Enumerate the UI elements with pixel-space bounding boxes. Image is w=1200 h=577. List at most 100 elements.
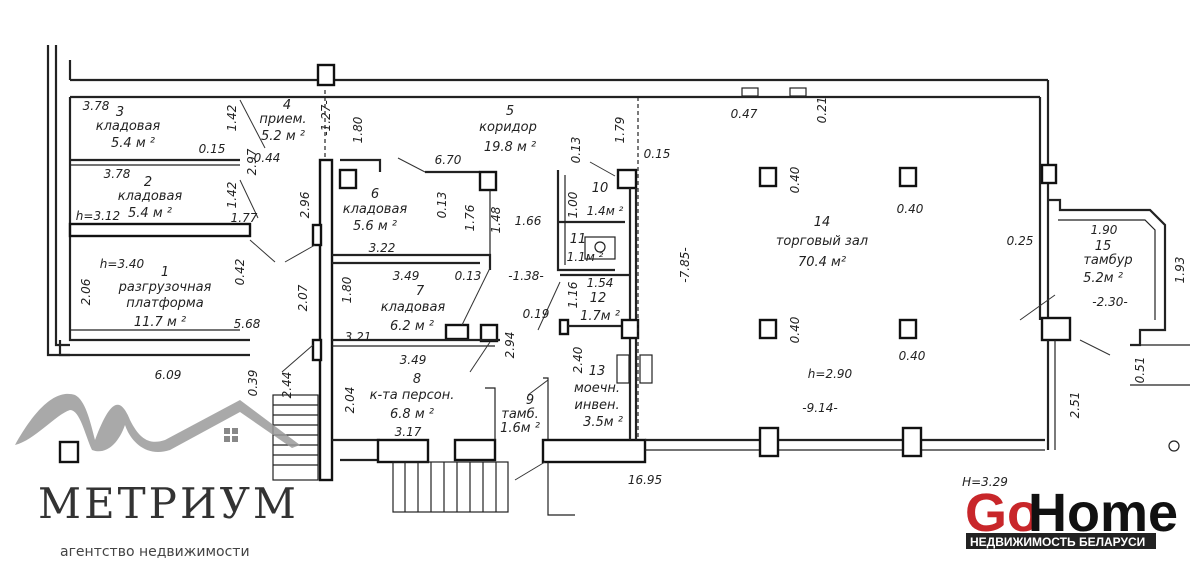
dimension: 3.49 <box>400 353 427 367</box>
room-2-name: кладовая <box>118 189 183 204</box>
dimension: 1.00 <box>566 191 580 218</box>
dimension: 3.17 <box>395 425 422 439</box>
gohome-logo-tagline: НЕДВИЖИМОСТЬ БЕЛАРУСИ <box>970 535 1145 549</box>
room-6-number: 6 <box>371 187 379 202</box>
room-15-number: 15 <box>1095 239 1112 254</box>
dimension: 2.06 <box>79 278 93 305</box>
room-6-name: кладовая <box>343 202 408 217</box>
dimension: 1.77 <box>231 211 258 225</box>
room-12-area: 1.7м ² <box>580 309 620 324</box>
dimension: 2.04 <box>343 387 357 414</box>
room-11-area: 1.1м ² <box>567 250 604 264</box>
dimension: 0.25 <box>1007 234 1034 248</box>
metrium-logo-tagline: агентство недвижимости <box>60 544 250 560</box>
dimension: h=3.12 <box>76 209 120 223</box>
dimension: 0.15 <box>644 147 671 161</box>
dimension: -9.14- <box>802 401 837 415</box>
room-5-area: 19.8 м ² <box>484 140 536 155</box>
gohome-logo: Go Home НЕДВИЖИМОСТЬ БЕЛАРУСИ <box>965 483 1178 549</box>
dimension: 1.93 <box>1173 257 1187 284</box>
room-14-area: 70.4 м² <box>798 255 846 270</box>
dimension: 3.49 <box>393 269 420 283</box>
dimension: -2.30- <box>1092 295 1127 309</box>
dimension: 5.68 <box>234 317 261 331</box>
room-8-area: 6.8 м ² <box>390 407 434 422</box>
dimension: 0.13 <box>435 192 449 219</box>
dimension: 1.66 <box>515 214 542 228</box>
dimension: 1.80 <box>340 276 354 303</box>
room-1-name2: платформа <box>126 296 203 311</box>
metrium-logo-name: МЕТРИУМ <box>38 479 299 528</box>
room-7-area: 6.2 м ² <box>390 319 434 334</box>
dimension-labels: 3.78 1.42 0.15 2.97 0.44 -1.27- 1.80 6.7… <box>76 97 1187 489</box>
dimension: 1.90 <box>1091 223 1118 237</box>
room-1-area: 11.7 м ² <box>134 315 186 330</box>
dimension: h=3.40 <box>100 257 145 271</box>
dimension: 6.09 <box>155 368 182 382</box>
room-9-name: тамб. <box>501 407 539 422</box>
dimension: 2.96 <box>298 191 312 218</box>
dimension: 0.42 <box>233 259 247 286</box>
dimension: 0.15 <box>199 142 226 156</box>
room-9-area: 1.6м ² <box>500 421 540 436</box>
room-5-number: 5 <box>506 104 514 119</box>
dimension: 3.78 <box>83 99 110 113</box>
dimension: 1.48 <box>489 206 503 233</box>
room-3-number: 3 <box>116 105 124 120</box>
room-3-name: кладовая <box>96 119 161 134</box>
room-15-area: 5.2м ² <box>1083 271 1123 286</box>
room-2-number: 2 <box>144 175 152 190</box>
dimension: 2.40 <box>571 346 585 373</box>
dimension: 0.19 <box>523 307 550 321</box>
room-8-name: к-та персон. <box>370 388 455 403</box>
dimension: H=3.29 <box>962 475 1008 489</box>
dimension: 0.40 <box>897 202 924 216</box>
room-4-name: прием. <box>259 112 306 127</box>
dimension: 2.97 <box>245 148 259 175</box>
dimension: 0.40 <box>788 166 802 193</box>
dimension: 3.78 <box>104 167 131 181</box>
dimension: 1.42 <box>225 105 239 132</box>
metrium-logo-mark <box>15 393 300 452</box>
dimension: 3.21 <box>345 330 372 344</box>
dimension: 0.44 <box>254 151 281 165</box>
dimension: 1.80 <box>351 116 365 143</box>
dimension: 1.54 <box>587 276 614 290</box>
room-14-name: торговый зал <box>776 234 868 249</box>
room-10-area: 1.4м ² <box>587 204 624 218</box>
room-4-number: 4 <box>283 98 291 113</box>
room-15-name: тамбур <box>1083 253 1132 268</box>
room-1-name: разгрузочная <box>118 280 212 295</box>
room-7-number: 7 <box>416 284 425 299</box>
dimension: -1.27- <box>319 100 333 135</box>
dimension: 6.70 <box>435 153 462 167</box>
dimension: 2.07 <box>296 284 310 311</box>
room-13-area: 3.5м ² <box>583 415 623 430</box>
dimension: h=2.90 <box>808 367 853 381</box>
room-3-area: 5.4 м ² <box>111 136 155 151</box>
dimension: 16.95 <box>628 473 662 487</box>
dimension: 0.13 <box>455 269 482 283</box>
walls <box>46 45 1190 482</box>
room-5-name: коридор <box>479 120 537 135</box>
room-13-name: моечн. <box>574 381 620 396</box>
dimension: 1.76 <box>463 204 477 231</box>
dimension: 1.16 <box>566 281 580 308</box>
dimension: 2.51 <box>1068 392 1082 419</box>
stairs <box>58 394 575 516</box>
room-9-number: 9 <box>526 393 534 408</box>
room-14-number: 14 <box>814 215 831 230</box>
room-1-number: 1 <box>161 265 169 280</box>
room-13-name2: инвен. <box>574 398 619 413</box>
dimension: 0.47 <box>731 107 758 121</box>
dimension: 2.44 <box>280 372 294 399</box>
dimension: 0.39 <box>246 370 260 397</box>
room-4-area: 5.2 м ² <box>261 129 305 144</box>
dimension: -1.38- <box>508 269 543 283</box>
dimension: 0.13 <box>569 137 583 164</box>
dimension: 1.42 <box>225 182 239 209</box>
dimension: -7.85- <box>678 247 692 282</box>
dimension: 1.79 <box>613 117 627 144</box>
room-2-area: 5.4 м ² <box>128 206 172 221</box>
room-6-area: 5.6 м ² <box>353 219 397 234</box>
